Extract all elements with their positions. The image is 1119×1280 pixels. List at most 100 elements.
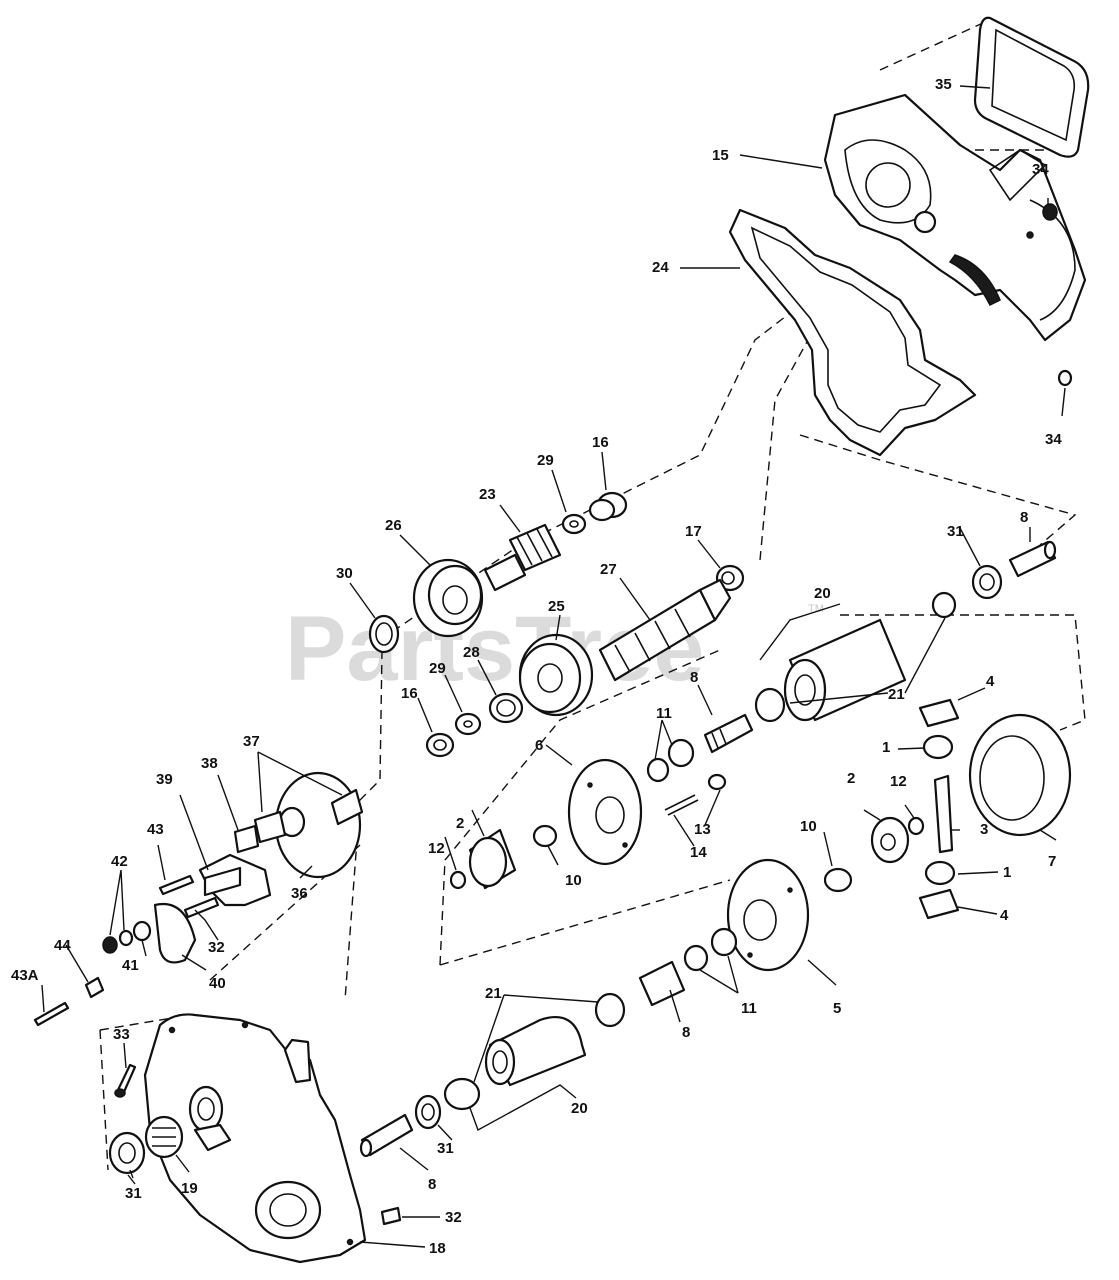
- label-44: 44: [54, 937, 71, 954]
- part-30-washer: [368, 614, 400, 654]
- label-40: 40: [209, 975, 226, 992]
- label-10-left: 10: [565, 872, 582, 889]
- part-11-washers-lower: [683, 927, 738, 972]
- label-2-left: 2: [456, 815, 464, 832]
- label-8-middle: 8: [690, 669, 698, 686]
- part-12-pin-left: [449, 870, 467, 890]
- label-4-upper: 4: [986, 673, 995, 690]
- label-15: 15: [712, 147, 729, 164]
- part-32-dowel-lower: [380, 1206, 402, 1226]
- label-39: 39: [156, 771, 173, 788]
- label-26: 26: [385, 517, 402, 534]
- label-31-upper: 31: [947, 523, 964, 540]
- label-7: 7: [1048, 853, 1056, 870]
- part-6-differential-cover: [567, 758, 643, 866]
- part-7-ring-gear: [968, 713, 1072, 837]
- part-29-washer-upper: [561, 513, 587, 535]
- part-10-washer-right: [823, 867, 853, 893]
- label-42: 42: [111, 853, 128, 870]
- part-31-seal-lower-middle: [414, 1094, 442, 1130]
- label-4-lower: 4: [1000, 907, 1009, 924]
- label-37: 37: [243, 733, 260, 750]
- part-8-shaft-upper-right: [1008, 540, 1057, 578]
- label-16-upper: 16: [592, 434, 609, 451]
- label-43: 43: [147, 821, 164, 838]
- part-21-bushings-upper: [754, 591, 957, 723]
- label-29-upper: 29: [537, 452, 554, 469]
- label-29-lower: 29: [429, 660, 446, 677]
- label-28: 28: [463, 644, 480, 661]
- part-20-lower-axle-tube: [484, 1015, 587, 1087]
- part-41-washer: [132, 920, 152, 942]
- label-23: 23: [479, 486, 496, 503]
- part-16-bearing-upper: [588, 491, 628, 522]
- part-12-pin-right: [907, 816, 925, 836]
- part-8-shaft-lower: [359, 1113, 414, 1158]
- label-18: 18: [429, 1240, 446, 1257]
- label-24: 24: [652, 259, 669, 276]
- part-28-bushing: [488, 692, 524, 724]
- part-8-pin-middle: [703, 713, 754, 754]
- label-43a: 43A: [11, 967, 39, 984]
- label-1-upper: 1: [882, 739, 890, 756]
- part-32-dowel-upper: [183, 896, 220, 919]
- label-38: 38: [201, 755, 218, 772]
- watermark-tm: TM: [808, 603, 824, 615]
- part-40-plate: [153, 902, 197, 964]
- label-34-upper: 34: [1032, 161, 1049, 178]
- label-2-right: 2: [847, 770, 855, 787]
- part-43-pin: [158, 874, 195, 896]
- label-41: 41: [122, 957, 139, 974]
- part-18-front-housing: [143, 1013, 367, 1264]
- callout-labels: 35 15 34 24 34 16 29 23 26 17 31 8 30 27…: [11, 76, 1062, 1257]
- part-4-block-lower: [918, 888, 960, 920]
- part-24-gasket: [728, 208, 977, 457]
- part-1-pinion-lower: [924, 860, 956, 886]
- label-12-left: 12: [428, 840, 445, 857]
- label-13: 13: [694, 821, 711, 838]
- label-36: 36: [291, 885, 308, 902]
- part-43a-pin: [33, 1001, 70, 1027]
- part-2-bevel-gear-right: [870, 816, 910, 864]
- label-6: 6: [535, 737, 543, 754]
- label-1-lower: 1: [1003, 864, 1011, 881]
- label-16-lower: 16: [401, 685, 418, 702]
- part-34-plugs: [1042, 203, 1073, 387]
- label-20-upper: 20: [814, 585, 831, 602]
- label-32-upper: 32: [208, 939, 225, 956]
- part-26-gear: [412, 558, 484, 638]
- part-11-washers-upper: [646, 738, 695, 783]
- part-42-nuts: [102, 929, 134, 954]
- label-31-lower-middle: 31: [437, 1140, 454, 1157]
- part-16-bearing-lower: [425, 732, 455, 758]
- part-15-rear-housing: [823, 93, 1087, 342]
- part-4-block-upper: [918, 698, 960, 728]
- label-21-upper: 21: [888, 686, 905, 703]
- label-10-right: 10: [800, 818, 817, 835]
- part-31-bearing-upper-right: [971, 564, 1003, 600]
- label-14: 14: [690, 844, 707, 861]
- part-33-bolt: [114, 1063, 137, 1098]
- label-30: 30: [336, 565, 353, 582]
- label-17: 17: [685, 523, 702, 540]
- label-5: 5: [833, 1000, 841, 1017]
- part-35-rear-gasket: [973, 16, 1090, 158]
- part-36-shift-plate: [274, 771, 362, 879]
- label-27: 27: [600, 561, 617, 578]
- label-11-upper: 11: [656, 705, 672, 722]
- label-19: 19: [181, 1180, 198, 1197]
- label-33: 33: [113, 1026, 130, 1043]
- label-3: 3: [980, 821, 988, 838]
- label-34-lower: 34: [1045, 431, 1062, 448]
- label-25: 25: [548, 598, 565, 615]
- label-11-lower: 11: [741, 1000, 757, 1017]
- part-2-bevel-gear-left: [468, 828, 517, 890]
- part-44-spacer: [84, 976, 105, 999]
- part-25-gear: [518, 633, 594, 717]
- label-35: 35: [935, 76, 952, 93]
- part-21-bushings-lower: [443, 992, 626, 1111]
- leader-lines: [41, 85, 1066, 1248]
- part-37-detent: [253, 788, 364, 844]
